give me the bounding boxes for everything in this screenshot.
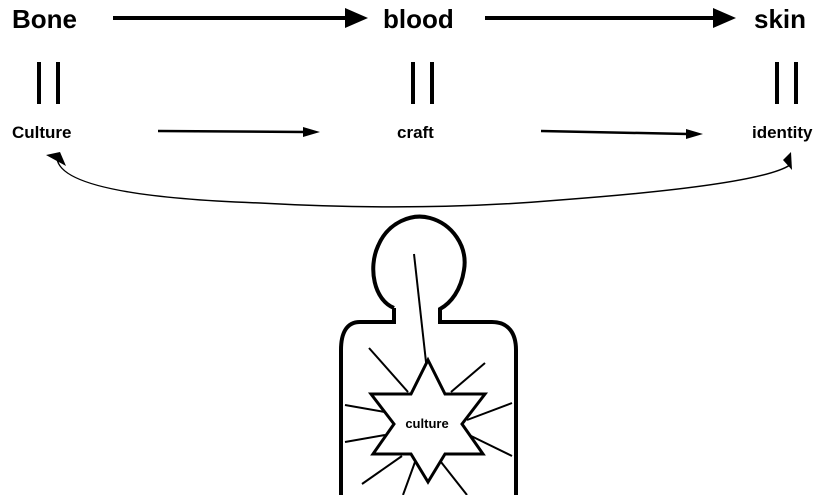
arrow-culture-to-craft [158,127,320,137]
label-skin: skin [754,4,806,34]
arrow-blood-to-skin [485,8,736,28]
equals-blood-craft [413,62,432,104]
connecting-arc [46,152,792,207]
label-bone: Bone [12,4,77,34]
label-craft: craft [397,123,434,142]
label-blood: blood [383,4,454,34]
equals-bone-culture [39,62,58,104]
label-identity: identity [752,123,813,142]
label-culture: Culture [12,123,72,142]
arrow-bone-to-blood [113,8,368,28]
human-figure: culture [341,217,516,495]
equals-skin-identity [777,62,796,104]
star-label-culture: culture [405,416,448,431]
arrow-craft-to-identity [541,129,703,139]
